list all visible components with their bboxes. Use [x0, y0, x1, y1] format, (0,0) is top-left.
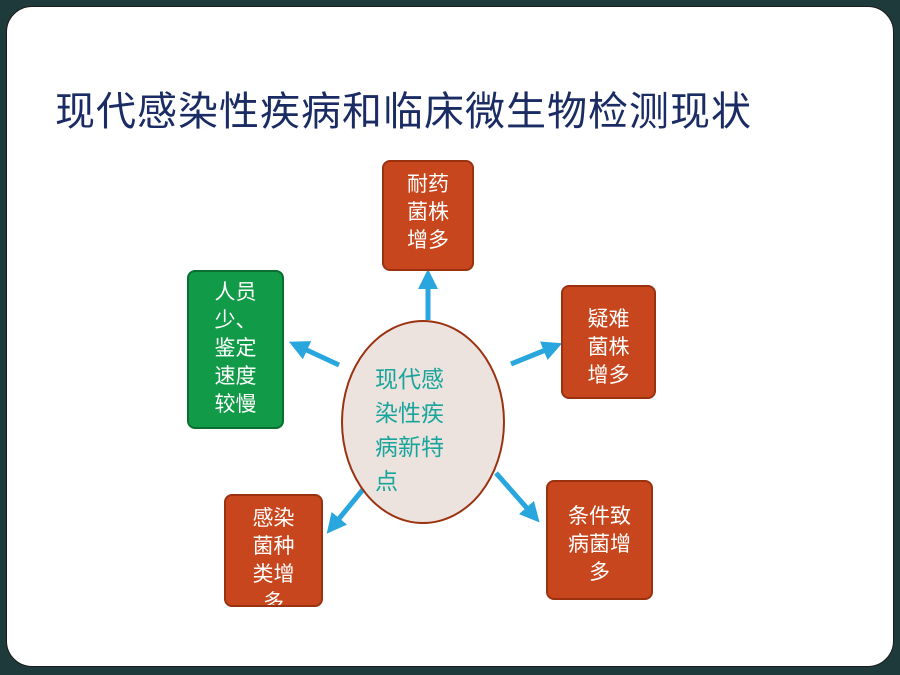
- node-pathogen-species: 感染 菌种 类增 多: [224, 494, 323, 607]
- node-opportunistic-pathogens: 条件致 病菌增 多: [546, 480, 653, 600]
- node-line: 鉴定: [214, 336, 257, 360]
- node-line: 速度: [214, 364, 257, 388]
- slide: 现代感染性疾病和临床微生物检测现状: [6, 6, 894, 667]
- arrow-to-left-upper: [288, 341, 341, 368]
- node-line: 增多: [407, 228, 449, 252]
- node-line: 条件致: [568, 504, 631, 528]
- node-line: 少、: [214, 308, 257, 332]
- center-line: 染性疾: [375, 401, 444, 427]
- node-line: 增多: [587, 363, 630, 387]
- node-staff-shortage: 人员 少、 鉴定 速度 较慢: [187, 270, 284, 429]
- node-line: 菌种: [252, 534, 295, 558]
- arrow-to-right-lower: [494, 471, 540, 523]
- node-line: 耐药: [407, 172, 449, 196]
- node-line: 类增: [252, 562, 295, 586]
- node-line: 疑难: [587, 307, 630, 331]
- node-line: 人员: [214, 280, 257, 304]
- arrow-to-right-upper: [510, 341, 563, 367]
- slide-title: 现代感染性疾病和临床微生物检测现状: [55, 89, 752, 135]
- node-line: 菌株: [587, 335, 630, 359]
- node-resistant-strains: 耐药 菌株 增多: [382, 160, 474, 271]
- center-line: 病新特: [375, 435, 444, 461]
- center-ellipse: [341, 320, 505, 524]
- center-line: 点: [375, 469, 398, 495]
- node-line: 较慢: [214, 392, 257, 416]
- center-label: 现代感 染性疾 病新特 点: [375, 363, 475, 499]
- node-line: 菌株: [407, 200, 449, 224]
- node-line: 感染: [252, 506, 295, 530]
- node-line: 多: [263, 590, 284, 607]
- node-line: 多: [589, 560, 610, 584]
- arrow-to-left-lower: [326, 485, 367, 534]
- center-line: 现代感: [375, 367, 444, 393]
- node-line: 病菌增: [568, 532, 631, 556]
- node-difficult-strains: 疑难 菌株 增多: [561, 285, 656, 399]
